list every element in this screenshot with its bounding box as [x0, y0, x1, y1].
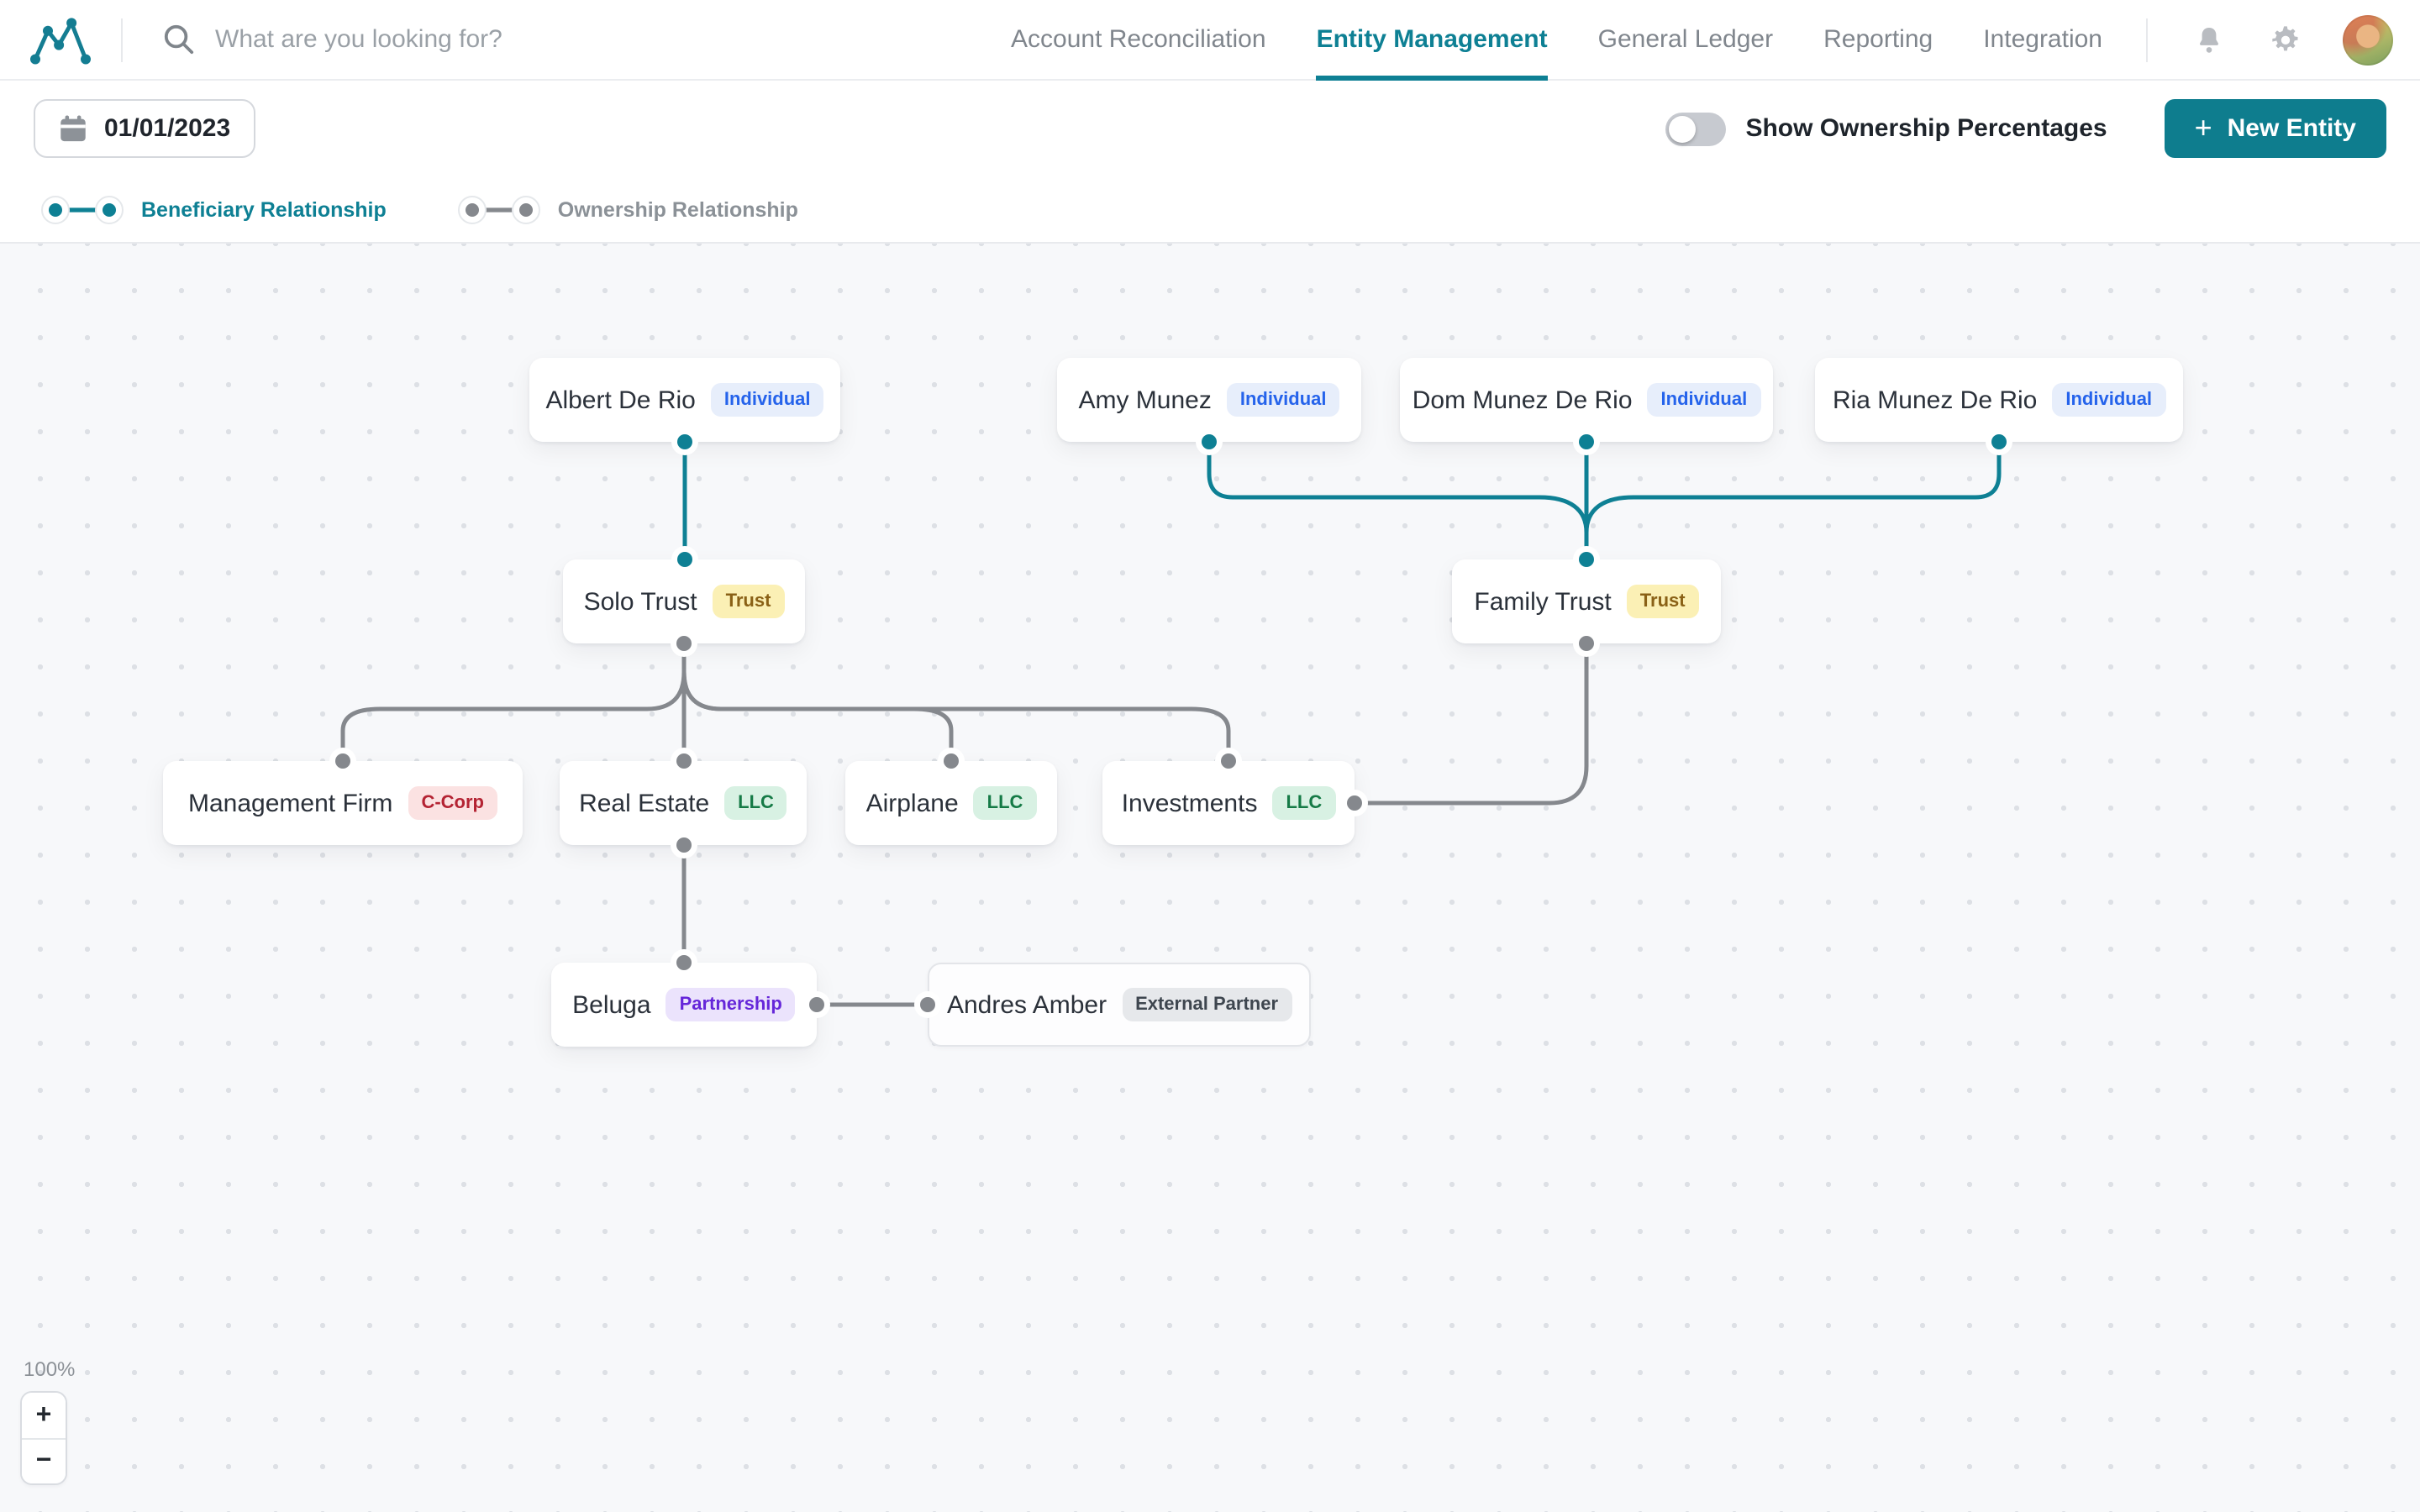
entity-name: Solo Trust	[583, 587, 697, 616]
entity-name: Family Trust	[1474, 587, 1612, 616]
primary-nav: Account Reconciliation Entity Management G…	[1011, 0, 2102, 80]
legend-item-ownership[interactable]: Ownership Relationship	[457, 194, 798, 224]
search-placeholder: What are you looking for?	[215, 25, 502, 54]
entity-name: Albert De Rio	[545, 386, 696, 414]
entity-node-albert[interactable]: Albert De Rio Individual	[529, 358, 840, 442]
entity-node-solo[interactable]: Solo Trust Trust	[563, 559, 805, 643]
top-nav-bar: What are you looking for? Account Reconc…	[0, 0, 2420, 81]
legend-bar: Beneficiary Relationship Ownership Relati…	[0, 176, 2420, 244]
legend-swatch-beneficiary	[41, 195, 124, 223]
entity-name: Investments	[1121, 789, 1258, 817]
zoom-controls: 100% + −	[20, 1357, 75, 1485]
header-divider-right	[2146, 18, 2148, 61]
zoom-in-button[interactable]: +	[22, 1393, 66, 1438]
new-entity-button[interactable]: + New Entity	[2164, 99, 2386, 158]
nav-tab-account-reconciliation[interactable]: Account Reconciliation	[1011, 25, 1266, 54]
header-actions	[2148, 14, 2393, 65]
nav-tab-general-ledger[interactable]: General Ledger	[1597, 25, 1774, 54]
entity-type-badge: Partnership	[666, 987, 796, 1022]
entity-node-beluga[interactable]: Beluga Partnership	[551, 963, 817, 1047]
entity-name: Andres Amber	[946, 990, 1107, 1019]
entity-type-badge: LLC	[724, 785, 787, 821]
edge-ria-family-trust	[1584, 439, 2002, 562]
entity-name: Airplane	[865, 789, 959, 817]
nav-tab-integration[interactable]: Integration	[1983, 25, 2102, 54]
user-avatar[interactable]	[2343, 14, 2393, 65]
zoom-out-button[interactable]: −	[22, 1438, 66, 1483]
legend-item-beneficiary[interactable]: Beneficiary Relationship	[40, 194, 387, 224]
settings-button[interactable]	[2265, 19, 2306, 60]
entity-node-airplane[interactable]: Airplane LLC	[845, 761, 1057, 845]
edge-amy-family-trust	[1207, 439, 1589, 562]
entity-name: Beluga	[572, 990, 651, 1019]
entity-name: Management Firm	[188, 789, 393, 817]
entity-type-badge: Individual	[2052, 382, 2166, 417]
entity-node-realestate[interactable]: Real Estate LLC	[560, 761, 807, 845]
toggle-knob	[1668, 115, 1696, 142]
bell-icon	[2199, 26, 2217, 52]
nav-tab-reporting[interactable]: Reporting	[1823, 25, 1933, 54]
entity-graph-canvas[interactable]: Albert De Rio Individual Amy Munez Individu…	[0, 244, 2420, 1512]
entity-type-badge: C-Corp	[408, 785, 497, 821]
header-divider	[121, 18, 123, 61]
nav-tab-entity-management[interactable]: Entity Management	[1316, 0, 1548, 80]
entity-type-badge: Trust	[1626, 584, 1699, 619]
edge-solo-management	[340, 641, 687, 764]
edge-family-investments	[1352, 641, 1589, 806]
logo-icon	[30, 17, 91, 64]
entity-type-badge: Individual	[1226, 382, 1340, 417]
date-picker-button[interactable]: 01/01/2023	[34, 99, 256, 158]
entity-type-badge: Individual	[710, 382, 824, 417]
entity-node-andres[interactable]: Andres Amber External Partner	[928, 963, 1311, 1047]
entity-node-investments[interactable]: Investments LLC	[1102, 761, 1355, 845]
entity-node-ria[interactable]: Ria Munez De Rio Individual	[1815, 358, 2183, 442]
edge-solo-investments	[681, 641, 1231, 764]
date-value: 01/01/2023	[104, 114, 231, 143]
entity-name: Dom Munez De Rio	[1412, 386, 1633, 414]
notifications-button[interactable]	[2188, 19, 2228, 60]
app-logo[interactable]	[0, 0, 121, 79]
entity-type-badge: Individual	[1647, 382, 1761, 417]
toolbar: 01/01/2023 Show Ownership Percentages + …	[0, 81, 2420, 176]
gear-icon	[2272, 25, 2298, 50]
calendar-icon	[60, 115, 86, 142]
entity-name: Amy Munez	[1078, 386, 1212, 414]
ownership-toggle-label: Show Ownership Percentages	[1745, 114, 2107, 143]
legend-label: Beneficiary Relationship	[141, 197, 387, 221]
entity-node-amy[interactable]: Amy Munez Individual	[1057, 358, 1361, 442]
new-entity-label: New Entity	[2227, 114, 2356, 143]
plus-icon: +	[2194, 110, 2212, 144]
entity-name: Ria Munez De Rio	[1832, 386, 2038, 414]
legend-label: Ownership Relationship	[557, 197, 798, 221]
entity-type-badge: LLC	[973, 785, 1037, 821]
entity-type-badge: Trust	[712, 584, 785, 619]
entity-node-family[interactable]: Family Trust Trust	[1452, 559, 1721, 643]
edge-solo-airplane	[681, 641, 954, 764]
entity-type-badge: LLC	[1272, 785, 1336, 821]
ownership-percentages-toggle[interactable]	[1665, 112, 1726, 145]
search-input[interactable]: What are you looking for?	[123, 24, 502, 55]
search-icon	[164, 24, 194, 55]
ownership-toggle-group: Show Ownership Percentages	[1665, 112, 2107, 145]
entity-type-badge: External Partner	[1122, 987, 1292, 1022]
entity-node-dom[interactable]: Dom Munez De Rio Individual	[1400, 358, 1773, 442]
entity-name: Real Estate	[579, 789, 710, 817]
entity-node-mgmt[interactable]: Management Firm C-Corp	[163, 761, 523, 845]
zoom-level: 100%	[24, 1357, 76, 1381]
legend-swatch-ownership	[457, 195, 540, 223]
